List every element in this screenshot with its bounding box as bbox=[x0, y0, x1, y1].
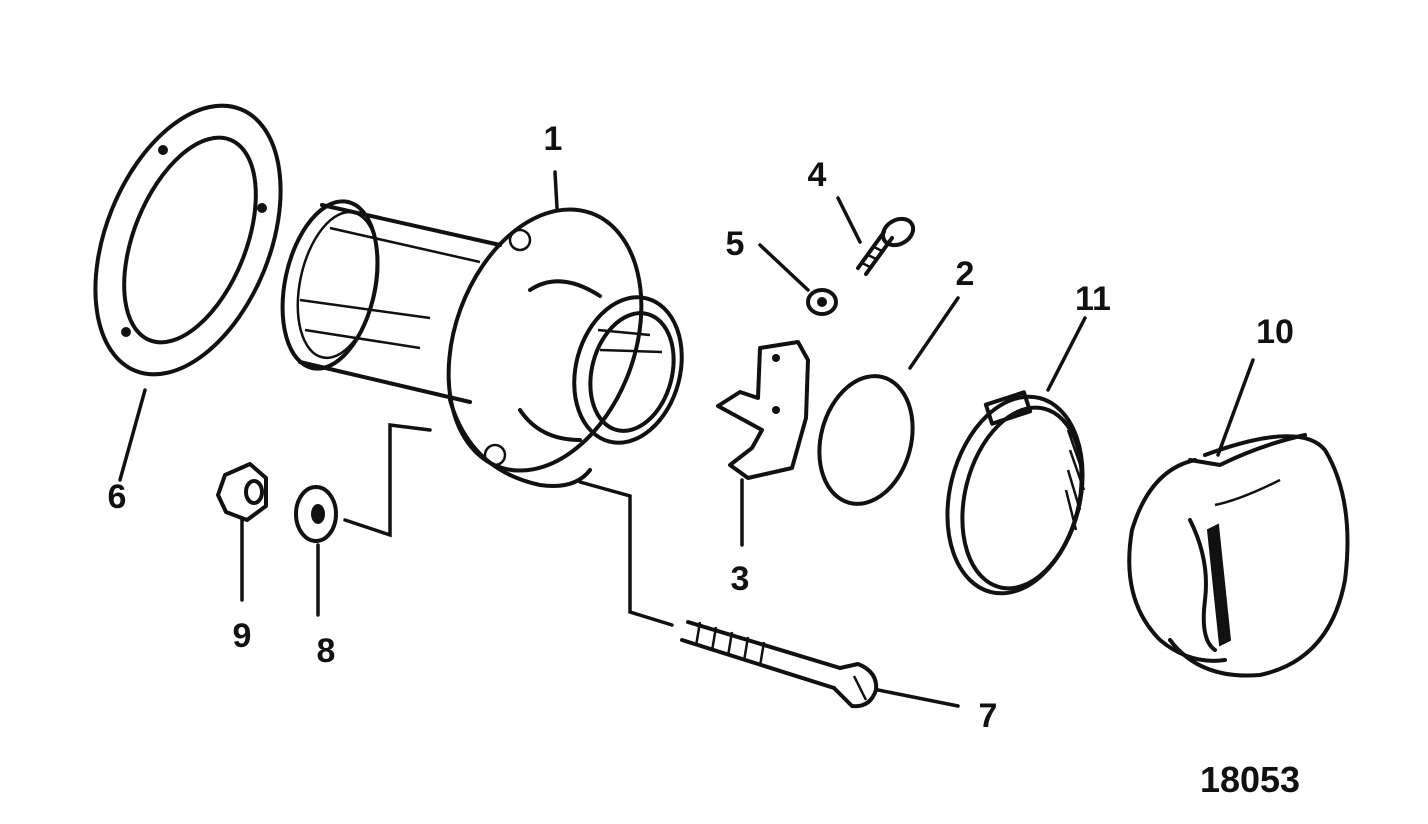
part-11-hose-clamp bbox=[945, 390, 1086, 596]
callout-2: 2 bbox=[956, 255, 975, 293]
part-2-ring bbox=[817, 374, 915, 506]
diagram-number: 18053 bbox=[1200, 759, 1300, 800]
callout-10: 10 bbox=[1256, 313, 1294, 351]
part-5-nut bbox=[806, 288, 838, 316]
callout-6: 6 bbox=[108, 478, 127, 516]
callout-5: 5 bbox=[726, 225, 745, 263]
callout-4: 4 bbox=[808, 156, 827, 194]
callout-7: 7 bbox=[979, 697, 998, 735]
part-1-exhaust-tube bbox=[280, 199, 684, 488]
part-7-bolt bbox=[680, 620, 879, 709]
callout-9: 9 bbox=[233, 617, 252, 655]
part-4-screw bbox=[856, 216, 916, 276]
callout-1: 1 bbox=[544, 120, 563, 158]
part-10-exhaust-cap bbox=[1127, 433, 1350, 678]
callout-3: 3 bbox=[731, 560, 750, 598]
callout-11: 11 bbox=[1075, 280, 1111, 318]
part-9-hex-nut bbox=[216, 462, 268, 522]
leader-lines bbox=[118, 170, 1255, 708]
part-3-bracket bbox=[716, 340, 810, 480]
part-6-gasket bbox=[93, 103, 283, 377]
callout-8: 8 bbox=[317, 632, 336, 670]
callouts: 1 2 3 4 5 6 7 8 9 10 11 bbox=[108, 120, 1294, 735]
part-8-washer bbox=[294, 485, 338, 543]
